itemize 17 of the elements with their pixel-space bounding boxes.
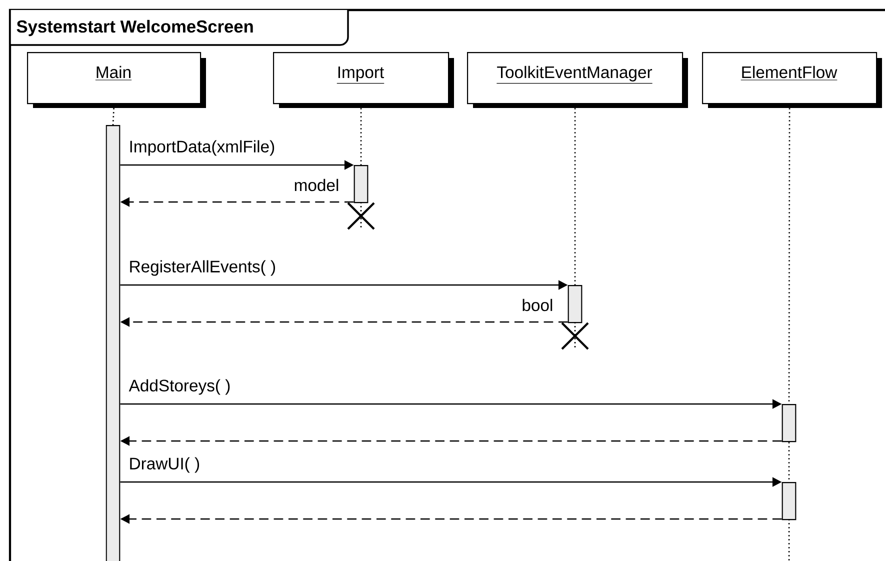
- lifeline-box: Import: [273, 52, 454, 108]
- lifeline-box: ToolkitEventManager: [467, 52, 688, 108]
- activation-bar: [354, 165, 368, 204]
- message-label: ImportData(xmlFile): [130, 140, 274, 156]
- message-label: DrawUI( ): [130, 457, 200, 473]
- message-label: RegisterAllEvents( ): [130, 260, 275, 276]
- activation-bar: [782, 404, 796, 442]
- lifeline: [788, 442, 790, 482]
- lifeline-box: ElementFlow: [702, 52, 882, 108]
- lifeline-box: Main: [27, 52, 206, 108]
- frame-title-tab: Systemstart WelcomeScreen: [9, 9, 349, 46]
- message-label: model: [294, 178, 338, 192]
- message-label: AddStoreys( ): [128, 379, 230, 395]
- activation-bar: [782, 482, 796, 520]
- activation-bar: [106, 125, 120, 561]
- message-label: bool: [522, 298, 552, 312]
- activation-bar: [568, 285, 582, 324]
